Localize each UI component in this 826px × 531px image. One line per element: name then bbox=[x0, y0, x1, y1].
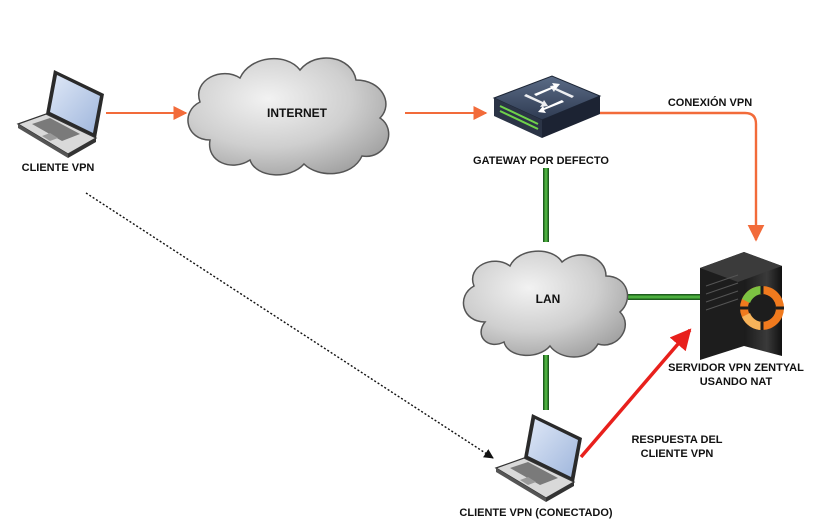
gateway-label: GATEWAY POR DEFECTO bbox=[473, 155, 609, 167]
server-label-line2: USANDO NAT bbox=[700, 376, 773, 388]
lan-cloud-icon bbox=[462, 250, 629, 358]
vpn-connection-label: CONEXIÓN VPN bbox=[668, 96, 752, 109]
edge-client-response bbox=[579, 328, 692, 459]
gateway-switch-icon bbox=[492, 75, 602, 138]
response-label-line1: RESPUESTA DEL bbox=[631, 434, 722, 446]
lan-label: LAN bbox=[536, 292, 561, 306]
connected-client-label: CLIENTE VPN (CONECTADO) bbox=[459, 507, 613, 519]
zentyal-server-tower-icon bbox=[700, 252, 784, 360]
internet-label: INTERNET bbox=[267, 106, 328, 120]
edge-client-moves bbox=[85, 192, 494, 459]
server-label-line1: SERVIDOR VPN ZENTYAL bbox=[668, 362, 804, 374]
vpn-client-laptop-icon bbox=[16, 70, 104, 158]
connected-client-laptop-icon bbox=[494, 414, 582, 502]
vpn-client-label: CLIENTE VPN bbox=[22, 162, 95, 174]
edge-vpn-connection bbox=[600, 111, 765, 242]
response-label-line2: CLIENTE VPN bbox=[641, 448, 714, 460]
internet-cloud-icon bbox=[187, 57, 390, 176]
